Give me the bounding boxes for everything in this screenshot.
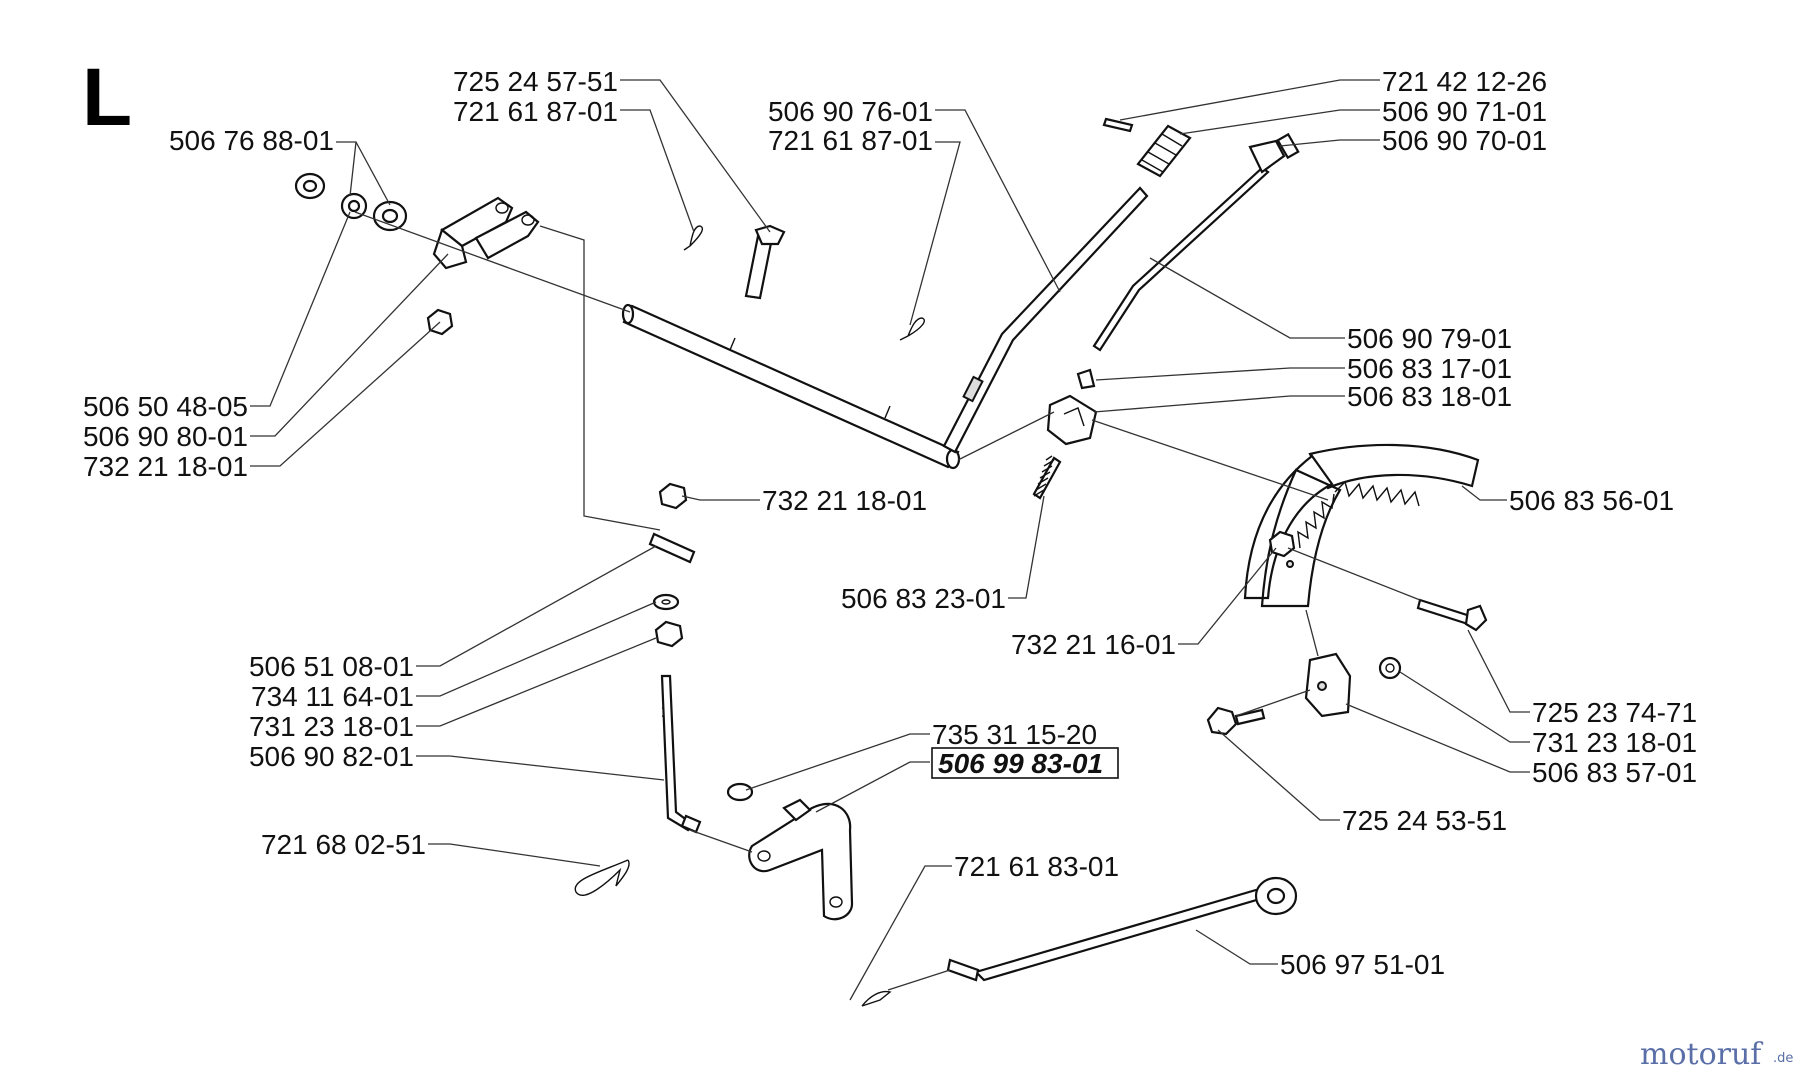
part-label: 732 21 18-01 xyxy=(83,451,248,482)
part-label: 506 97 51-01 xyxy=(1280,949,1445,980)
handle-lever xyxy=(942,186,1149,454)
part-label: 506 83 23-01 xyxy=(841,583,1006,614)
part-label: 732 21 16-01 xyxy=(1011,629,1176,660)
part-label: 721 42 12-26 xyxy=(1382,66,1547,97)
center-rod xyxy=(648,482,702,834)
part-label: 732 21 18-01 xyxy=(762,485,927,516)
part-label: 721 68 02-51 xyxy=(261,829,426,860)
latch-block xyxy=(1046,394,1098,446)
part-label: 721 61 83-01 xyxy=(954,851,1119,882)
highlight-box xyxy=(931,747,1119,779)
part-label: 506 90 79-01 xyxy=(1347,323,1512,354)
part-label: 506 76 88-01 xyxy=(169,125,334,156)
hair-clip xyxy=(574,859,630,896)
bottom-block xyxy=(1304,652,1352,718)
highlighted-part-label: 506 99 83-01 xyxy=(938,748,1103,779)
leader-lines xyxy=(250,79,1530,1001)
release-rod xyxy=(1092,132,1300,352)
part-label: 725 24 57-51 xyxy=(453,66,618,97)
watermark-suffix: .de xyxy=(1773,1051,1793,1066)
pivot-bracket xyxy=(432,196,540,270)
watermark-word: motoruf xyxy=(1640,1037,1763,1072)
part-label: 506 90 80-01 xyxy=(83,421,248,452)
watermark: motoruf .de xyxy=(1640,1037,1793,1072)
spring xyxy=(1032,455,1062,500)
part-label: 506 83 18-01 xyxy=(1347,381,1512,412)
section-letter: L xyxy=(82,52,132,143)
part-label: 506 50 48-05 xyxy=(83,391,248,422)
part-label: 731 23 18-01 xyxy=(1532,727,1697,758)
part-label: 506 83 57-01 xyxy=(1532,757,1697,788)
bolt-vertical xyxy=(744,224,786,300)
bushings xyxy=(294,172,454,336)
part-label: 506 83 56-01 xyxy=(1509,485,1674,516)
toothed-sector xyxy=(1243,443,1480,608)
right-fasteners xyxy=(1206,530,1488,736)
cotter-pins xyxy=(683,225,925,341)
main-shaft xyxy=(621,303,961,470)
part-label: 506 90 82-01 xyxy=(249,741,414,772)
part-label: 506 83 17-01 xyxy=(1347,353,1512,384)
part-label: 506 90 76-01 xyxy=(768,96,933,127)
top-pin xyxy=(1102,117,1134,133)
lower-link xyxy=(861,876,1298,1007)
part-label: 506 90 71-01 xyxy=(1382,96,1547,127)
part-label: 735 31 15-20 xyxy=(932,719,1097,750)
part-label: 725 23 74-71 xyxy=(1532,697,1697,728)
part-label: 506 51 08-01 xyxy=(249,651,414,682)
part-label: 721 61 87-01 xyxy=(768,125,933,156)
part-labels: 725 24 57-51 721 61 87-01 506 90 76-01 7… xyxy=(83,66,1697,980)
part-label: 734 11 64-01 xyxy=(251,681,414,712)
part-label: 721 61 87-01 xyxy=(453,96,618,127)
part-label: 725 24 53-51 xyxy=(1342,805,1507,836)
axis-lines xyxy=(354,211,1421,991)
part-label: 506 90 70-01 xyxy=(1382,125,1547,156)
part-drawings xyxy=(294,117,1488,1007)
bracket-plate xyxy=(726,782,854,921)
part-label: 731 23 18-01 xyxy=(249,711,414,742)
cone-part xyxy=(1076,368,1096,390)
